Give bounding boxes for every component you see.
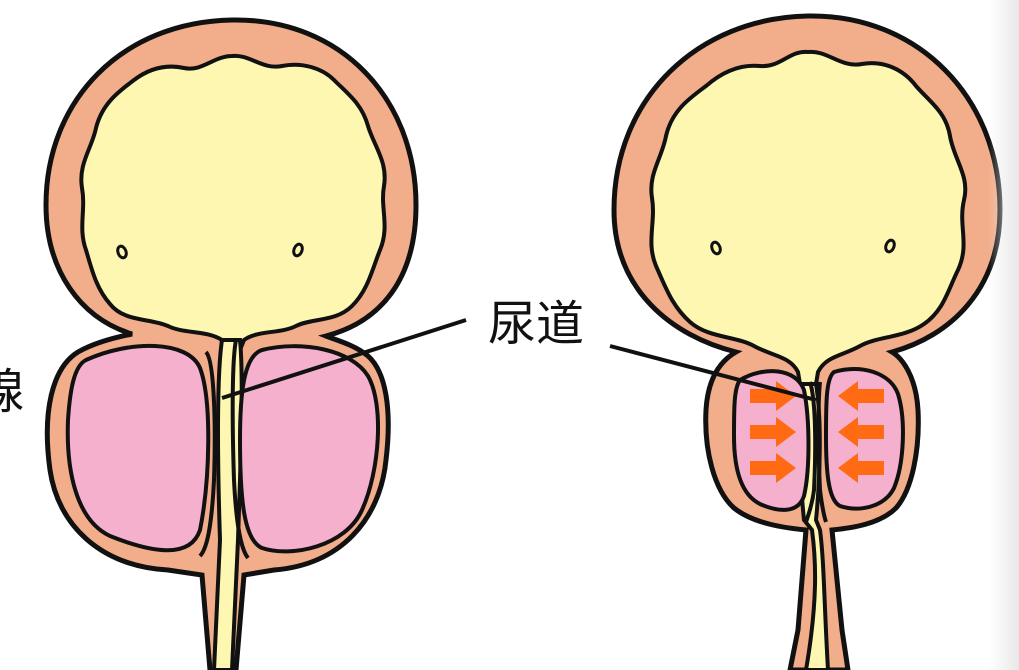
cut-off-left-label: 腺 <box>0 368 24 416</box>
prostate-lobe-right <box>240 346 378 551</box>
right-edge-shadow <box>989 0 1019 670</box>
compressed-prostate-figure <box>614 16 1000 670</box>
urethra-label: 尿道 <box>488 300 584 348</box>
normal-prostate-figure <box>46 20 416 670</box>
prostate-lobe-left <box>68 346 209 550</box>
bladder-lumen <box>81 56 384 350</box>
